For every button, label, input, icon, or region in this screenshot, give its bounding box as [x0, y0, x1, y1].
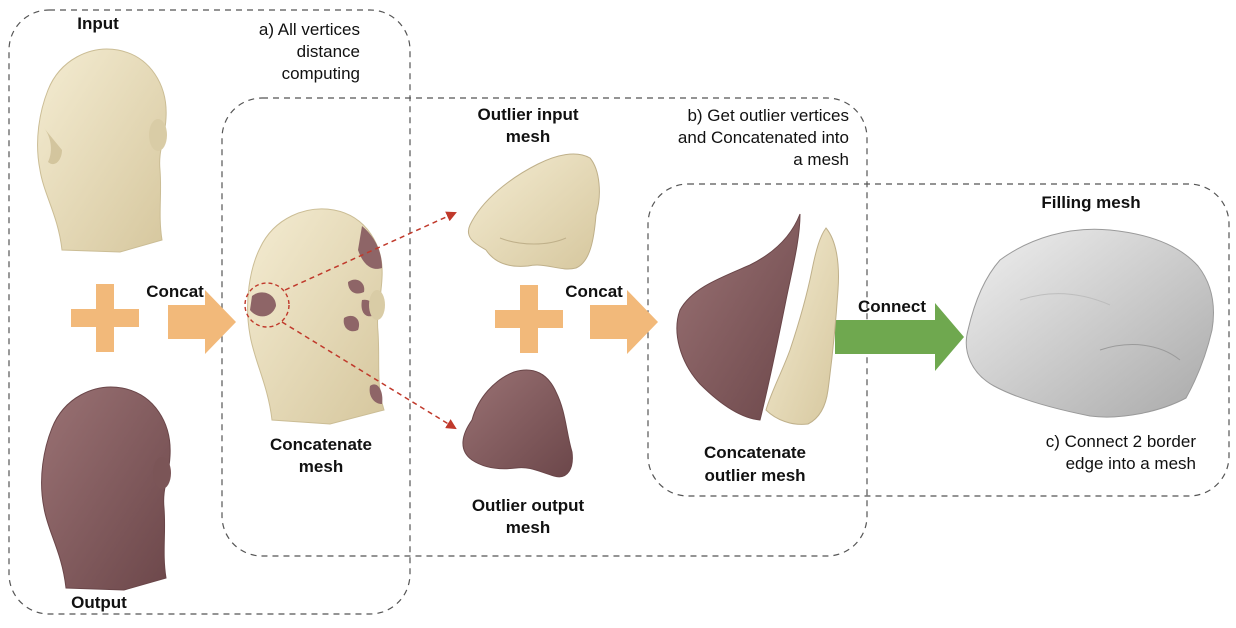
step-b-line3: a mesh [793, 149, 849, 171]
step-c-line2: edge into a mesh [1066, 453, 1196, 475]
outlier-output-label-line1: Outlier output [472, 495, 584, 517]
outlier-input-label-line2: mesh [506, 126, 550, 148]
plus-icon-1 [71, 284, 139, 352]
concat-mesh-label-line2: mesh [299, 456, 343, 478]
step-b-line2: and Concatenated into [678, 127, 849, 149]
outlier-input-label-line1: Outlier input [477, 104, 578, 126]
outlier-input-mesh [468, 154, 599, 269]
concat-outlier-label-line2: outlier mesh [704, 465, 805, 487]
outlier-output-mesh [463, 370, 572, 477]
concat-label-2: Concat [565, 281, 623, 303]
step-c-line1: c) Connect 2 border [1046, 431, 1196, 453]
step-a-line1: a) All vertices [259, 19, 360, 41]
step-a-line3: computing [282, 63, 360, 85]
input-head-mesh [38, 49, 167, 252]
filling-mesh [966, 229, 1213, 417]
outlier-output-label-line2: mesh [506, 517, 550, 539]
connect-label: Connect [858, 296, 926, 318]
step-a-line2: distance [297, 41, 360, 63]
concat-label-1: Concat [146, 281, 204, 303]
concatenated-head-mesh [248, 209, 385, 424]
plus-icon-2 [495, 285, 563, 353]
filling-mesh-label: Filling mesh [1041, 192, 1140, 214]
output-head-mesh [42, 387, 171, 590]
output-label: Output [71, 592, 127, 614]
concat-mesh-label-line1: Concatenate [270, 434, 372, 456]
concat-outlier-label-line1: Concatenate [704, 442, 806, 464]
input-label: Input [77, 13, 119, 35]
concatenated-outlier-mesh [677, 214, 839, 424]
step-b-line1: b) Get outlier vertices [687, 105, 849, 127]
